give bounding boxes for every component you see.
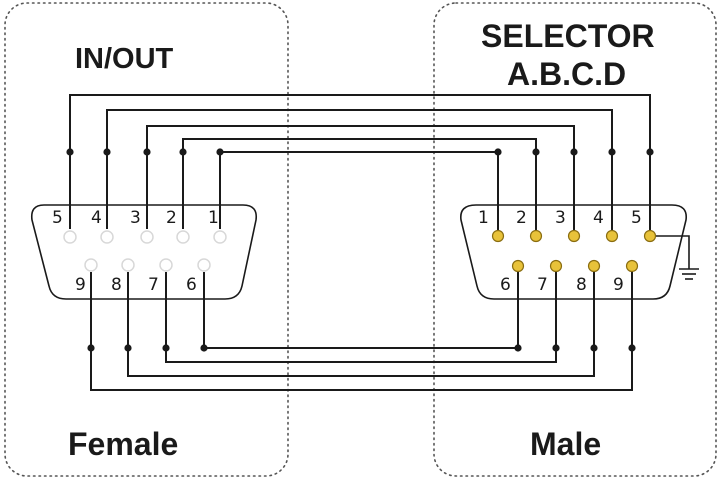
- wire-pin-6: [203, 267, 519, 349]
- female-socket-2: [176, 230, 190, 244]
- female-pin-label-5: 5: [52, 208, 63, 228]
- male-pin-label-2: 2: [516, 208, 527, 228]
- right-panel-title-line1: SELECTOR: [481, 18, 655, 54]
- male-pin-label-1: 1: [478, 208, 489, 228]
- male-pin-label-9: 9: [613, 275, 624, 295]
- junction-dot: [608, 148, 616, 156]
- ground-icon: [656, 235, 699, 280]
- female-db9-connector: [30, 204, 258, 300]
- wire-pin-2: [182, 138, 537, 232]
- male-pin-label-4: 4: [593, 208, 604, 228]
- wire-pin-3: [146, 125, 575, 232]
- junction-dot: [590, 344, 598, 352]
- junction-dot: [143, 148, 151, 156]
- male-pin-9: [625, 259, 639, 273]
- junction-dot: [628, 344, 636, 352]
- wire-pin-9: [90, 267, 633, 391]
- male-pin-label-3: 3: [555, 208, 566, 228]
- right-panel-title-line2: A.B.C.D: [507, 56, 626, 92]
- female-socket-3: [140, 230, 154, 244]
- female-socket-7: [159, 258, 173, 272]
- junction-dot: [124, 344, 132, 352]
- junction-dot: [514, 344, 522, 352]
- male-pin-5: [643, 229, 657, 243]
- female-sockets: [63, 230, 227, 272]
- wire-pin-8: [127, 267, 595, 377]
- junction-dot: [532, 148, 540, 156]
- wires: [69, 94, 651, 391]
- junction-dot: [103, 148, 111, 156]
- female-socket-5: [63, 230, 77, 244]
- junction-dot: [494, 148, 502, 156]
- male-pin-3: [567, 229, 581, 243]
- female-socket-8: [121, 258, 135, 272]
- junction-dot: [179, 148, 187, 156]
- female-pin-label-1: 1: [208, 208, 219, 228]
- female-socket-4: [100, 230, 114, 244]
- male-pin-label-7: 7: [537, 275, 548, 295]
- wire-pin-5: [69, 94, 651, 232]
- junction-dot: [646, 148, 654, 156]
- wire-pin-1: [219, 151, 499, 232]
- female-pin-label-4: 4: [91, 208, 102, 228]
- junction-dot: [552, 344, 560, 352]
- male-pin-4: [605, 229, 619, 243]
- junction-dot: [570, 148, 578, 156]
- male-pin-2: [529, 229, 543, 243]
- junction-dots: [66, 148, 654, 352]
- female-pin-label-6: 6: [186, 275, 197, 295]
- female-pin-label-9: 9: [75, 275, 86, 295]
- junction-dot: [216, 148, 224, 156]
- wire-pin-4: [106, 109, 613, 232]
- male-pin-label-8: 8: [576, 275, 587, 295]
- male-pin-1: [491, 229, 505, 243]
- male-pin-label-6: 6: [500, 275, 511, 295]
- female-pin-label-3: 3: [130, 208, 141, 228]
- junction-dot: [162, 344, 170, 352]
- male-pin-7: [549, 259, 563, 273]
- female-pin-label-2: 2: [166, 208, 177, 228]
- female-socket-9: [84, 258, 98, 272]
- junction-dot: [200, 344, 208, 352]
- wire-pin-7: [165, 267, 557, 363]
- left-panel-title: IN/OUT: [75, 43, 174, 75]
- female-caption: Female: [68, 426, 178, 462]
- female-pin-label-7: 7: [148, 275, 159, 295]
- male-caption: Male: [530, 426, 601, 462]
- junction-dot: [66, 148, 74, 156]
- male-pin-label-5: 5: [631, 208, 642, 228]
- female-socket-1: [213, 230, 227, 244]
- right-panel-frame: [433, 2, 717, 477]
- junction-dot: [87, 344, 95, 352]
- male-pin-6: [511, 259, 525, 273]
- female-pin-label-8: 8: [111, 275, 122, 295]
- male-pins: [491, 229, 657, 273]
- male-pin-8: [587, 259, 601, 273]
- female-socket-6: [197, 258, 211, 272]
